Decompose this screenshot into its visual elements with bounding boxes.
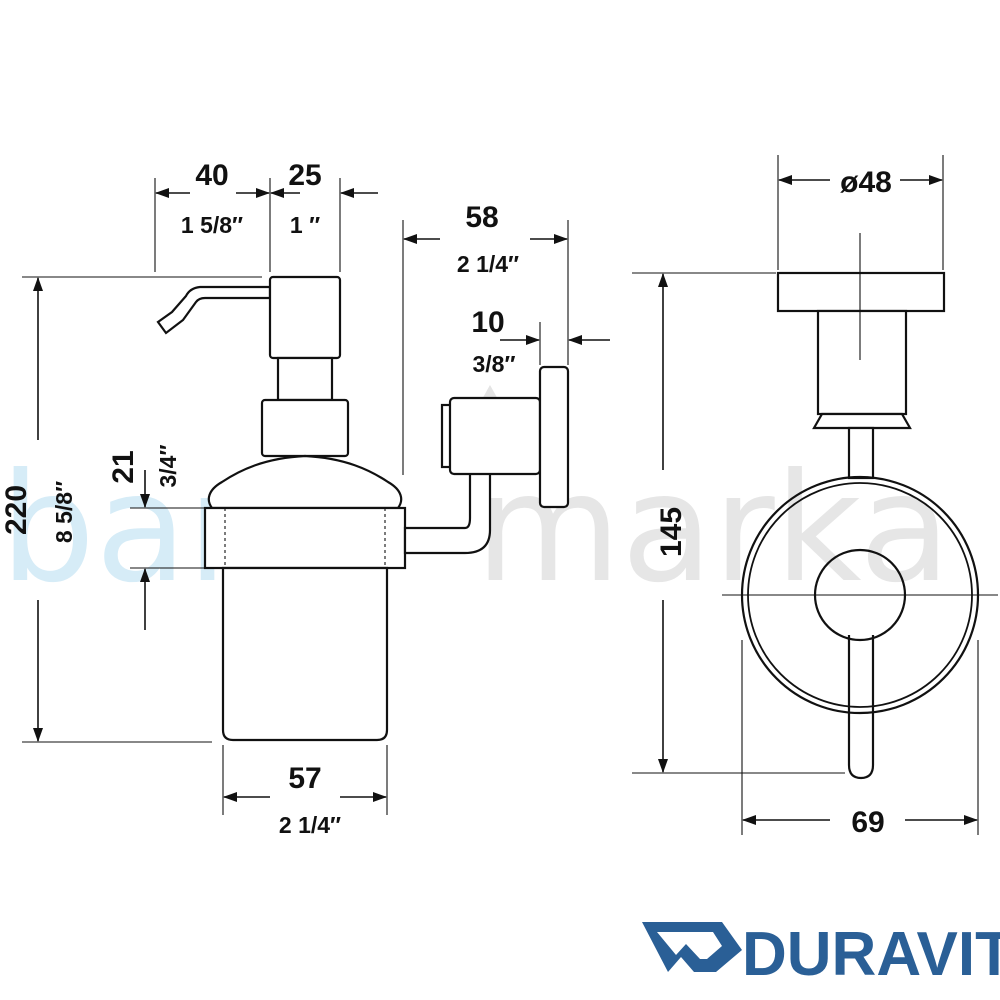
dispenser-side-view: [722, 233, 998, 780]
dim-pump-width-mm: 25: [288, 159, 321, 192]
front-labels: 40 1 5/8″ 25 1 ″ 58 2 1/4″ 10 3/8″ 220 8…: [0, 159, 519, 838]
dim-ring-height-inch: 3/4″: [155, 445, 181, 488]
dim-glass-width-inch: 2 1/4″: [279, 812, 341, 838]
dim-mount-diameter: ø48: [840, 166, 892, 199]
dim-spout-offset-inch: 1 5/8″: [181, 212, 243, 238]
dim-wall-plate-mm: 10: [471, 306, 504, 339]
dim-total-height-inch: 8 5/8″: [51, 481, 77, 543]
dim-side-height: 145: [655, 507, 688, 557]
dim-pump-width-inch: 1 ″: [290, 212, 320, 238]
dim-wall-plate-inch: 3/8″: [473, 351, 516, 377]
duravit-wave-icon: [642, 922, 742, 972]
dim-glass-width-mm: 57: [288, 762, 321, 795]
dim-projection-mm: 58: [465, 201, 498, 234]
side-labels: ø48 145 69: [655, 166, 892, 839]
brand-name: DURAVIT: [742, 920, 1000, 989]
dim-ring-diameter: 69: [851, 806, 884, 839]
front-dimensions: [22, 178, 610, 815]
brand-logo: DURAVIT: [642, 920, 1000, 989]
dim-total-height-mm: 220: [0, 485, 33, 535]
dim-ring-height-mm: 21: [107, 450, 140, 483]
dim-spout-offset-mm: 40: [195, 159, 228, 192]
dispenser-front-view: [156, 275, 570, 742]
side-dimensions: [632, 155, 979, 835]
dim-projection-inch: 2 1/4″: [457, 251, 519, 277]
